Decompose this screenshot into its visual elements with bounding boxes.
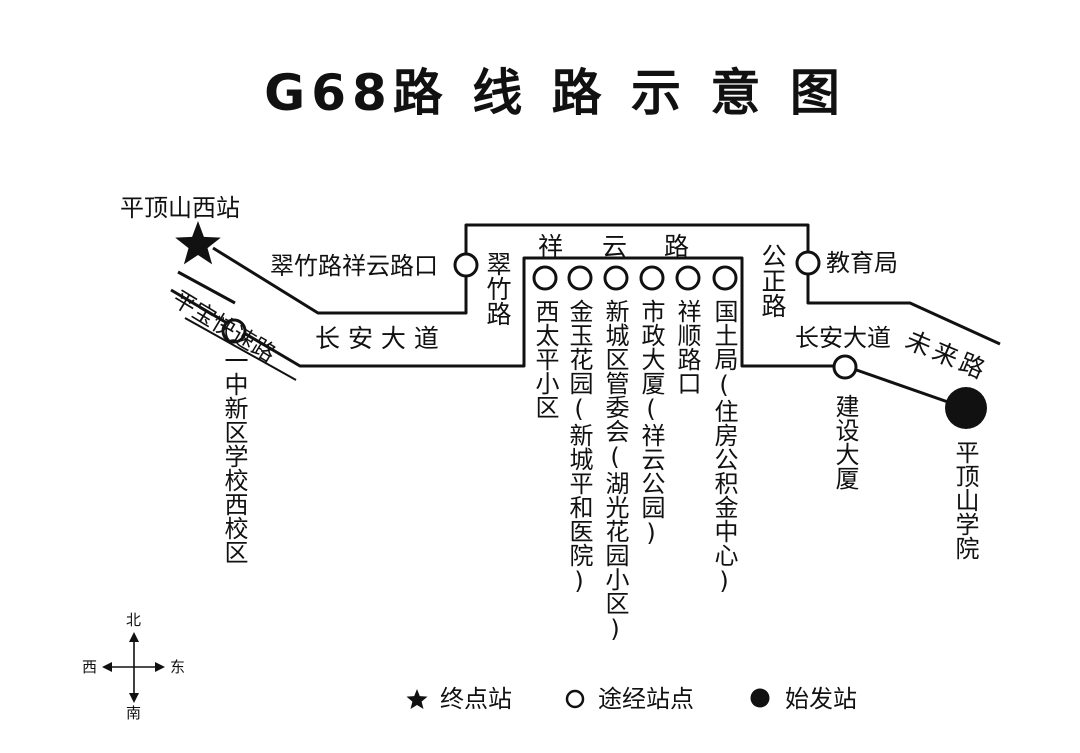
changan-east-road-label: 长安大道 [795, 324, 891, 352]
jianshe-label: 建设大厦 [831, 394, 859, 490]
jiaoyu-label: 教育局 [826, 249, 898, 277]
route-line [170, 256, 969, 411]
compass-west-label: 西 [82, 658, 98, 676]
legend-start-icon [750, 688, 770, 708]
stop-xiangshun-marker[interactable] [675, 265, 701, 291]
stop-yizhong-marker[interactable] [221, 318, 247, 344]
xiangyun-road-char-3: 路 [664, 232, 690, 261]
stop-jiaoyu-marker[interactable] [795, 250, 821, 276]
jinyu-label: 金玉花园(新城平和医院) [565, 299, 593, 595]
xiangyun-road-char-2: 云 [602, 232, 628, 261]
stop-xitaiping-marker[interactable] [532, 265, 558, 291]
map-title: G68路 线 路 示 意 图 [264, 64, 846, 122]
cuizhu-road-label: 翠竹路 [483, 251, 512, 326]
changan-road-edge [184, 317, 297, 381]
stop-cuizhu-xiangyun-marker[interactable] [453, 252, 479, 278]
xiangshun-label: 祥顺路口 [673, 299, 701, 395]
legend-terminal-label: 终点站 [440, 685, 512, 713]
start-station-label: 平顶山学院 [951, 440, 979, 560]
legend-stop-icon [565, 689, 585, 709]
terminal-station-label: 平顶山西站 [120, 194, 240, 222]
compass-north-label: 北 [126, 611, 142, 629]
gongzheng-road-label: 公正路 [758, 243, 787, 318]
compass-south-label: 南 [126, 704, 142, 722]
stop-shizheng-marker[interactable] [639, 265, 665, 291]
compass-icon [102, 632, 165, 703]
changan-west-road-label: 长 安 大 道 [315, 324, 439, 353]
legend-stop-label: 途经站点 [598, 685, 694, 713]
legend-star-icon [406, 689, 428, 709]
compass-east-label: 东 [170, 658, 186, 676]
stop-jinyu-marker[interactable] [567, 265, 593, 291]
xinchengqu-label: 新城区管委会(湖光花园小区) [601, 299, 629, 643]
stop-xinchengqu-marker[interactable] [603, 265, 629, 291]
pingbao-road-edge [177, 270, 236, 305]
cuizhu-road-edge [212, 223, 1001, 346]
stop-guotu-marker[interactable] [712, 265, 738, 291]
start-station-marker[interactable] [945, 387, 987, 429]
guotu-label: 国土局(住房公积金中心) [710, 299, 738, 595]
stop-jianshe-marker[interactable] [832, 354, 858, 380]
yizhong-label: 一中新区学校西校区 [220, 348, 248, 564]
xitaiping-label: 西太平小区 [531, 299, 559, 419]
shizheng-label: 市政大厦(祥云公园) [637, 299, 665, 547]
legend-start-label: 始发站 [785, 685, 857, 713]
terminal-star-icon[interactable] [175, 221, 221, 265]
cuizhu-xiangyun-label: 翠竹路祥云路口 [270, 252, 438, 280]
xiangyun-road-char-1: 祥 [538, 232, 564, 261]
